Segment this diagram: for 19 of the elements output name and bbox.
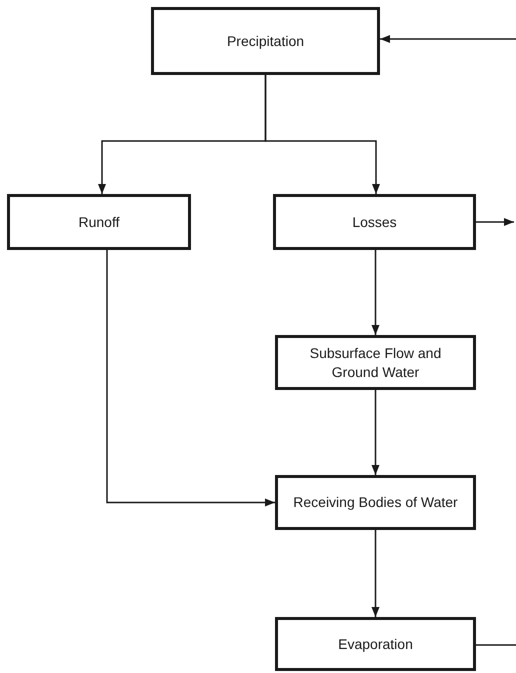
box-label: Losses: [352, 212, 397, 232]
box-label: Receiving Bodies of Water: [293, 493, 458, 512]
arrow: [372, 250, 380, 335]
arrow: [476, 218, 514, 226]
arrow: [106, 250, 275, 506]
box-label: Subsurface Flow and Ground Water: [308, 344, 442, 382]
box-label: Precipitation: [226, 32, 304, 50]
process-box: [275, 335, 476, 390]
arrow: [372, 530, 380, 617]
arrow: [372, 390, 380, 475]
process-box: [275, 475, 476, 530]
process-box: [7, 194, 191, 250]
process-box: [151, 7, 380, 75]
arrow: [380, 35, 516, 43]
arrow: [264, 75, 380, 194]
process-box: [273, 194, 476, 250]
process-box: [275, 617, 476, 671]
box-label: Evaporation: [338, 634, 413, 654]
box-label: Runoff: [78, 212, 120, 232]
